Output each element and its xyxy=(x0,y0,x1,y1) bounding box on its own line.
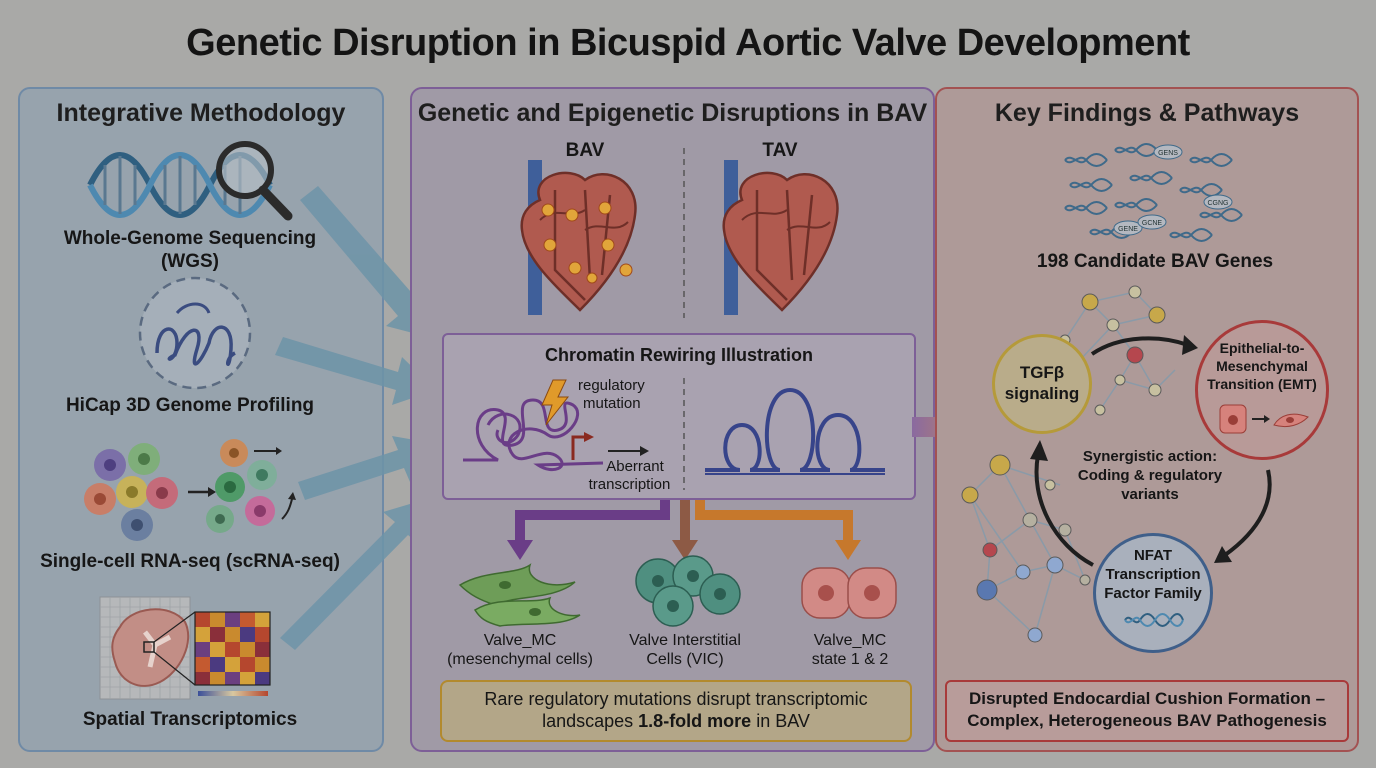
scrna-label: Single-cell RNA-seq (scRNA-seq) xyxy=(40,551,340,572)
gene-tag-3: CGNG xyxy=(1208,200,1229,207)
spatial-heatmap-icon xyxy=(99,596,271,700)
gene-cloud-icon: GENS GENE CGNG GCNE xyxy=(1064,143,1243,242)
cell2-label-line2: Cells (VIC) xyxy=(646,651,724,668)
valve-mc-state-cells-icon xyxy=(801,567,897,619)
mutation-label: mutation xyxy=(583,395,641,412)
cell2-label-line1: Valve Interstitial xyxy=(629,632,741,649)
emt-cell-transition-icon xyxy=(1219,404,1309,434)
gene-network xyxy=(961,285,1176,643)
regulatory-label: regulatory xyxy=(578,377,645,394)
chromatin-divider xyxy=(683,378,685,490)
synergy-line2: Coding & regulatory xyxy=(1077,467,1223,484)
wgs-label: Whole-Genome Sequencing xyxy=(63,228,317,249)
tav-heart-icon xyxy=(722,160,839,315)
single-cell-icon xyxy=(84,439,296,541)
gene-tag-2: GENE xyxy=(1118,226,1138,233)
gene-tag-4: GCNE xyxy=(1142,220,1163,227)
summary-line1: Rare regulatory mutations disrupt transc… xyxy=(484,689,868,709)
page-title: Genetic Disruption in Bicuspid Aortic Va… xyxy=(186,22,1190,64)
spatial-label: Spatial Transcriptomics xyxy=(82,709,298,730)
methodology-heading: Integrative Methodology xyxy=(56,99,346,127)
tgfb-node xyxy=(992,334,1092,434)
interstitial-cells-icon xyxy=(635,555,741,627)
candidate-genes-label: 198 Candidate BAV Genes xyxy=(1036,251,1274,272)
tangled-chromatin-icon xyxy=(463,379,649,471)
gene-tag-1: GENS xyxy=(1158,150,1178,157)
dna-magnifier-icon xyxy=(87,141,293,221)
nfat-dna-icon xyxy=(1124,613,1184,627)
mesenchymal-cells-icon xyxy=(458,563,581,627)
findings-heading: Key Findings & Pathways xyxy=(994,99,1300,127)
summary-line2: landscapes 1.8-fold more in BAV xyxy=(440,711,912,732)
emt-node xyxy=(1195,320,1329,460)
synergy-line1: Synergistic action: xyxy=(1082,448,1218,465)
summary-post: in BAV xyxy=(751,711,810,731)
tav-label: TAV xyxy=(762,140,798,161)
organized-chromatin-icon xyxy=(705,387,885,475)
cell1-label-line1: Valve_MC xyxy=(483,632,557,649)
conclusion-line1: Disrupted Endocardial Cushion Formation … xyxy=(968,689,1326,708)
hicap-label: HiCap 3D Genome Profiling xyxy=(65,395,315,416)
nfat-line2: Transcription xyxy=(1105,566,1201,583)
bav-label: BAV xyxy=(565,140,605,161)
transcription-label: transcription xyxy=(588,476,671,493)
nfat-node xyxy=(1093,533,1213,653)
conclusion-box xyxy=(945,680,1349,742)
tgfb-line1: TGFβ xyxy=(1019,363,1065,382)
aberrant-label: Aberrant xyxy=(606,458,664,475)
disruptions-heading: Genetic and Epigenetic Disruptions in BA… xyxy=(417,99,928,127)
summary-highlight: 1.8-fold more xyxy=(638,711,752,731)
nfat-line3: Factor Family xyxy=(1104,585,1202,602)
cell3-label-line2: state 1 & 2 xyxy=(811,651,889,668)
emt-line3: Transition (EMT) xyxy=(1207,376,1317,392)
wgs-abbr-label: (WGS) xyxy=(160,251,220,272)
cell3-label-line1: Valve_MC xyxy=(813,632,887,649)
summary-pre: landscapes xyxy=(542,711,639,731)
chromatin-title: Chromatin Rewiring Illustration xyxy=(544,345,813,365)
cell1-label-line2: (mesenchymal cells) xyxy=(447,651,593,668)
synergy-line3: variants xyxy=(1121,486,1179,503)
conclusion-line2: Complex, Heterogeneous BAV Pathogenesis xyxy=(967,711,1327,730)
summary-box xyxy=(440,680,912,742)
genome-loop-icon xyxy=(138,276,252,390)
tgfb-line2: signaling xyxy=(1004,384,1080,403)
nfat-line1: NFAT xyxy=(1133,547,1173,564)
bav-heart-icon xyxy=(520,160,637,315)
emt-line1: Epithelial-to- xyxy=(1219,340,1305,356)
emt-line2: Mesenchymal xyxy=(1216,358,1308,374)
